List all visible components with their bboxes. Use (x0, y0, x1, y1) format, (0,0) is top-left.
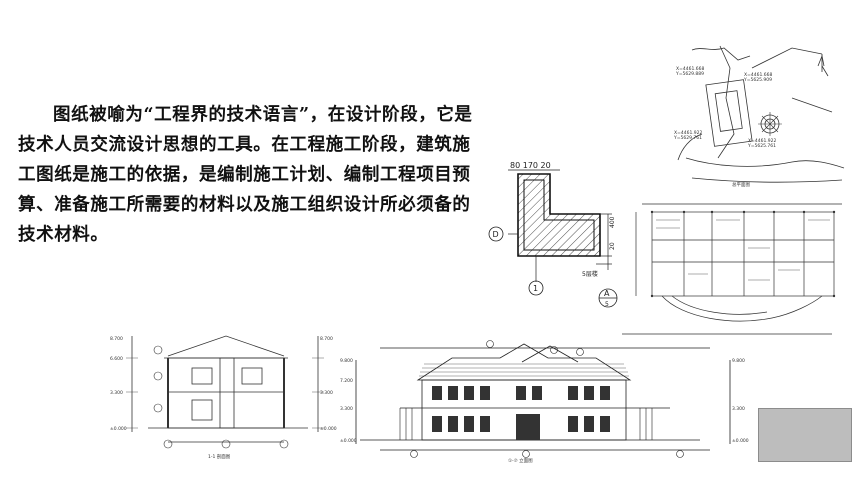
svg-text:Y=5629.889: Y=5629.889 (675, 71, 704, 77)
svg-text:Y=5625.761: Y=5625.761 (747, 143, 776, 149)
svg-text:Y=5629.761: Y=5629.761 (673, 135, 702, 141)
svg-text:3.300: 3.300 (340, 406, 353, 412)
svg-text:3.300: 3.300 (320, 390, 333, 396)
grey-box (758, 408, 852, 462)
svg-text:5层楼: 5层楼 (582, 270, 598, 278)
svg-text:X=4461.922: X=4461.922 (748, 138, 776, 144)
svg-text:3.300: 3.300 (732, 406, 745, 412)
svg-text:±0.000: ±0.000 (320, 426, 337, 432)
index-sub: 5 (605, 301, 609, 308)
svg-text:6.600: 6.600 (110, 356, 123, 362)
svg-text:总平面图: 总平面图 (732, 181, 750, 188)
svg-text:8.700: 8.700 (320, 336, 333, 342)
svg-text:X=4461.922: X=4461.922 (674, 130, 702, 136)
svg-text:1-1 剖面图: 1-1 剖面图 (208, 453, 231, 460)
svg-text:±0.000: ±0.000 (340, 438, 357, 444)
svg-text:Y=5625.909: Y=5625.909 (743, 77, 772, 83)
svg-text:400: 400 (609, 216, 616, 228)
svg-text:8.700: 8.700 (110, 336, 123, 342)
svg-text:9.800: 9.800 (340, 358, 353, 364)
index-symbol: A (604, 289, 610, 298)
svg-text:X=4461.668: X=4461.668 (676, 66, 704, 72)
svg-text:±0.000: ±0.000 (110, 426, 127, 432)
body-paragraph: 图纸被喻为“工程界的技术语言”，在设计阶段，它是技术人员交流设计思想的工具。在工… (18, 105, 473, 245)
svg-text:7.200: 7.200 (340, 378, 353, 384)
axis-label-1: 1 (533, 284, 538, 293)
svg-text:9.800: 9.800 (732, 358, 745, 364)
wall-detail-drawing: 80 170 20 400 20 5层楼 D 1 A 5 (488, 161, 618, 308)
svg-text:X=4461.668: X=4461.668 (744, 72, 772, 78)
svg-text:20: 20 (609, 242, 616, 250)
svg-text:①-⑦ 立面图: ①-⑦ 立面图 (508, 457, 533, 464)
axis-label-d: D (493, 230, 499, 239)
svg-text:3.300: 3.300 (110, 390, 123, 396)
floor-plan-drawing (622, 203, 842, 335)
detail-dim-label: 80 170 20 (510, 161, 551, 170)
site-plan-drawing: X=4461.668 Y=5629.889 X=4461.668 Y=5625.… (673, 45, 845, 188)
svg-text:±0.000: ±0.000 (732, 438, 749, 444)
